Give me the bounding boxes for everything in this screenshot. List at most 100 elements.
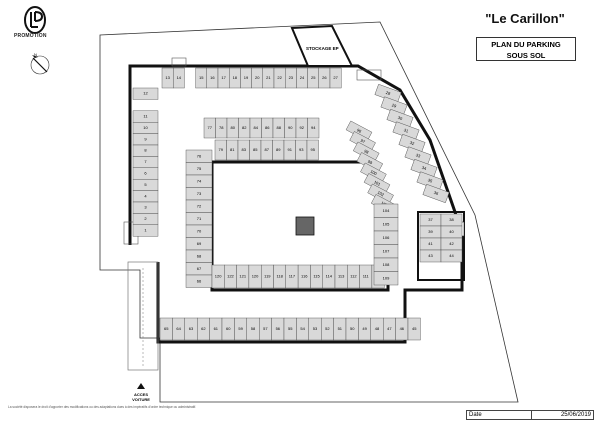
parking-spot-number: 32 (409, 140, 416, 146)
parking-spot-number: 94 (311, 125, 316, 130)
lp-logo-icon (24, 6, 46, 34)
parking-spot-number: 105 (383, 221, 390, 226)
parking-spot-number: 120 (215, 274, 222, 279)
parking-spot-number: 67 (197, 266, 202, 271)
parking-spot-number: 58 (251, 326, 256, 331)
parking-spot-number: 59 (238, 326, 243, 331)
parking-spot-number: 8 (144, 148, 147, 153)
parking-spot: 80 (226, 117, 239, 139)
parking-spot-number: 26 (322, 75, 327, 80)
parking-spot: 55 (283, 317, 297, 341)
parking-spot: 107 (373, 244, 399, 259)
parking-spot: 36 (422, 183, 450, 204)
svg-text:N: N (34, 52, 37, 57)
parking-spot-number: 121 (239, 274, 246, 279)
parking-spot: 16 (206, 67, 219, 89)
page-title: "Le Carillon" (485, 11, 565, 26)
parking-spot: 21 (262, 67, 275, 89)
parking-spot-number: 108 (383, 262, 390, 267)
parking-spot-number: 23 (289, 75, 294, 80)
parking-spot-number: 17 (221, 75, 226, 80)
parking-spot-number: 45 (412, 326, 417, 331)
parking-spot: 19 (240, 67, 252, 89)
parking-spot-number: 19 (244, 75, 249, 80)
access-ramp (127, 261, 159, 371)
parking-spot-number: 35 (427, 177, 434, 183)
parking-spot: 74 (185, 174, 213, 188)
parking-spot-number: 78 (219, 125, 224, 130)
subtitle-line-2: SOUS SOL (506, 51, 546, 60)
parking-spot-number: 43 (428, 253, 433, 258)
parking-spot: 73 (185, 187, 213, 201)
parking-spot: 3 (132, 201, 159, 214)
parking-spot-number: 53 (313, 326, 318, 331)
parking-spot: 1 (132, 224, 159, 237)
parking-spot-number: 118 (276, 274, 283, 279)
parking-spot-number: 1 (144, 228, 147, 233)
parking-spot-number: 119 (264, 274, 271, 279)
parking-spot: 61 (209, 317, 223, 341)
parking-spot-number: 76 (197, 153, 202, 158)
parking-spot: 119 (261, 264, 274, 289)
parking-spot: 5 (132, 178, 159, 191)
parking-spot: 13 (161, 67, 174, 89)
parking-spot: 71 (185, 212, 213, 226)
parking-spot-number: 97 (360, 138, 367, 145)
parking-spot-number: 36 (433, 190, 440, 196)
parking-spot: 78 (215, 117, 228, 139)
parking-spot: 76 (185, 149, 213, 163)
parking-spot: 116 (297, 264, 311, 289)
parking-spot: 108 (373, 257, 399, 272)
parking-spot-number: 69 (197, 241, 202, 246)
parking-spot: 24 (296, 67, 308, 89)
parking-spot-number: 14 (177, 75, 182, 80)
parking-spot: 25 (307, 67, 320, 89)
parking-spot-number: 98 (363, 148, 370, 155)
parking-spot: 15 (195, 67, 208, 89)
parking-spot-number: 96 (356, 127, 363, 134)
parking-spot-number: 11 (143, 114, 148, 119)
parking-spot-number: 21 (266, 75, 271, 80)
parking-spot: 69 (185, 237, 213, 251)
parking-spot: 111 (359, 264, 373, 289)
parking-spot-number: 90 (288, 125, 293, 130)
date-value: 25/06/2019 (560, 412, 591, 418)
parking-spot-number: 52 (325, 326, 330, 331)
parking-spot: 41 (419, 237, 442, 251)
parking-spot-number: 62 (201, 326, 206, 331)
parking-spot: 47 (383, 317, 396, 341)
top-right-stairs (356, 69, 382, 81)
parking-spot: 64 (172, 317, 185, 341)
parking-spot-number: 5 (144, 182, 147, 187)
parking-spot-number: 91 (288, 147, 293, 152)
parking-spot: 105 (373, 217, 399, 232)
parking-spot: 87 (260, 139, 273, 161)
parking-spot-number: 56 (276, 326, 281, 331)
parking-spot: 53 (308, 317, 322, 341)
parking-spot-number: 6 (144, 171, 147, 176)
parking-spot: 77 (203, 117, 216, 139)
annex-block (417, 211, 465, 281)
parking-spot-number: 89 (276, 147, 281, 152)
parking-spot-number: 85 (253, 147, 258, 152)
parking-spot: 57 (259, 317, 272, 341)
parking-spot: 43 (419, 249, 442, 263)
parking-spot-number: 16 (210, 75, 215, 80)
parking-spot: 22 (273, 67, 286, 89)
date-box: Date 25/06/2019 (466, 410, 594, 420)
parking-spot-number: 34 (421, 165, 428, 171)
parking-spot: 68 (185, 249, 213, 263)
parking-spot-number: 22 (277, 75, 282, 80)
parking-spot-number: 47 (387, 326, 392, 331)
parking-spot-number: 57 (263, 326, 268, 331)
parking-spot-number: 86 (265, 125, 270, 130)
parking-spot-number: 13 (165, 75, 170, 80)
parking-spot-number: 109 (383, 275, 390, 280)
parking-spot: 42 (440, 237, 463, 251)
parking-spot-number: 84 (254, 125, 259, 130)
parking-spot: 56 (271, 317, 285, 341)
parking-spot: 121 (236, 264, 250, 289)
parking-spot: 11 (132, 110, 159, 123)
parking-spot: 90 (284, 117, 297, 139)
parking-spot: 93 (295, 139, 308, 161)
